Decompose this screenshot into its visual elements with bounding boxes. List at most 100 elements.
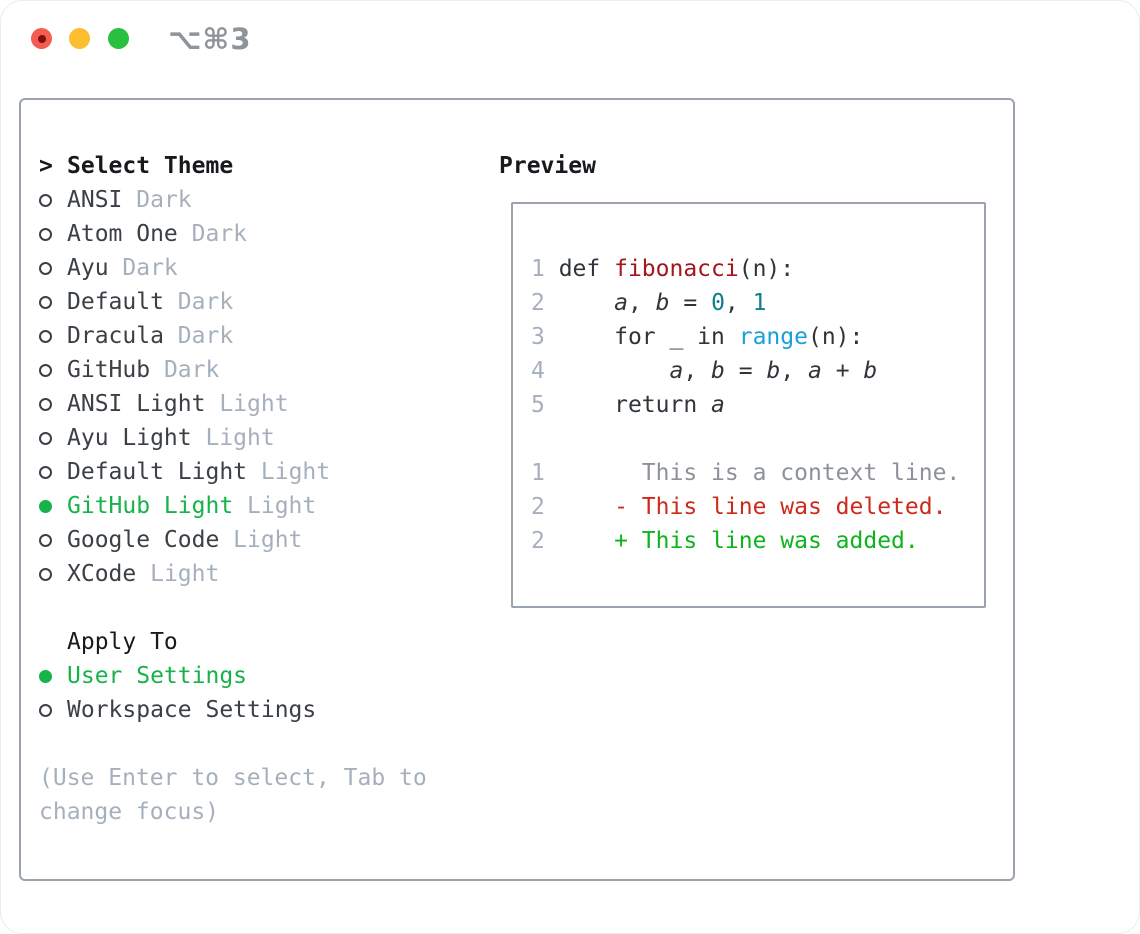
radio-icon — [39, 465, 67, 479]
line-number: 1 — [531, 256, 559, 282]
line-content: return a — [558, 392, 725, 418]
line-content: + This line was added. — [558, 528, 919, 554]
theme-name: User Settings — [67, 663, 248, 689]
theme-name: ANSI — [67, 187, 137, 213]
radio-icon — [39, 193, 67, 207]
line-number: 2 — [531, 290, 559, 316]
theme-list-column: > Select Theme ANSI Dark Atom One Dark Ay… — [39, 149, 427, 829]
theme-option-dracula[interactable]: Dracula Dark — [39, 319, 427, 353]
radio-icon — [39, 669, 67, 683]
select-theme-header-row: > Select Theme — [39, 149, 427, 183]
radio-icon — [39, 499, 67, 513]
theme-name: ANSI Light — [67, 391, 220, 417]
preview-title: Preview — [499, 153, 596, 179]
apply-to-list: User Settings Workspace Settings — [39, 659, 427, 727]
theme-variant: Dark — [191, 221, 248, 247]
line-content: - This line was deleted. — [558, 494, 947, 520]
code-line: 1 This is a context line. — [531, 456, 984, 490]
theme-name: Default — [67, 289, 178, 315]
theme-name: GitHub — [67, 357, 164, 383]
apply-option-workspace-settings[interactable]: Workspace Settings — [39, 693, 427, 727]
theme-option-default-light[interactable]: Default Light Light — [39, 455, 427, 489]
theme-option-atom-one[interactable]: Atom One Dark — [39, 217, 427, 251]
theme-option-ayu[interactable]: Ayu Dark — [39, 251, 427, 285]
line-number: 4 — [531, 358, 559, 384]
theme-name: XCode — [67, 561, 151, 587]
code-line: 3 for _ in range(n): — [531, 320, 984, 354]
record-dot-icon — [37, 34, 46, 43]
spacer — [531, 422, 984, 456]
theme-variant: Dark — [177, 323, 234, 349]
theme-option-xcode[interactable]: XCode Light — [39, 557, 427, 591]
radio-icon — [39, 227, 67, 241]
radio-icon — [39, 533, 67, 547]
theme-variant: Light — [247, 493, 317, 519]
theme-variant: Light — [233, 527, 303, 553]
code-line: 2 - This line was deleted. — [531, 490, 984, 524]
theme-option-google-code[interactable]: Google Code Light — [39, 523, 427, 557]
code-preview: 1 def fibonacci(n): 2 a, b = 0, 1 3 for … — [531, 252, 984, 422]
line-content: a, b = 0, 1 — [614, 290, 767, 316]
theme-option-github-light[interactable]: GitHub Light Light — [39, 489, 427, 523]
line-number: 2 — [531, 494, 559, 520]
line-content: a, b = b, a + b — [669, 358, 878, 384]
radio-icon — [39, 295, 67, 309]
zoom-button[interactable] — [108, 28, 129, 49]
theme-variant: Light — [150, 561, 220, 587]
theme-variant: Dark — [136, 187, 192, 213]
prompt-icon: > — [39, 153, 53, 179]
radio-icon — [39, 431, 67, 445]
spacer — [39, 591, 427, 625]
line-number: 3 — [531, 324, 559, 350]
line-content: def fibonacci(n): — [558, 256, 795, 282]
theme-option-ansi-light[interactable]: ANSI Light Light — [39, 387, 427, 421]
code-line: 5 return a — [531, 388, 984, 422]
theme-picker-panel: > Select Theme ANSI Dark Atom One Dark Ay… — [19, 98, 1015, 881]
radio-icon — [39, 397, 67, 411]
radio-icon — [39, 567, 67, 581]
theme-option-default[interactable]: Default Dark — [39, 285, 427, 319]
theme-name: Atom One — [67, 221, 192, 247]
line-content: for _ in range(n): — [558, 324, 864, 350]
radio-icon — [39, 363, 67, 377]
window-shortcut-label: ⌥⌘3 — [168, 22, 252, 56]
line-number: 5 — [531, 392, 559, 418]
code-line: 2 + This line was added. — [531, 524, 984, 558]
theme-name: Dracula — [67, 323, 178, 349]
code-line: 2 a, b = 0, 1 — [531, 286, 984, 320]
code-line: 1 def fibonacci(n): — [531, 252, 984, 286]
keyboard-hint: (Use Enter to select, Tab to change focu… — [39, 761, 427, 829]
theme-variant: Dark — [177, 289, 234, 315]
spacer — [39, 727, 427, 761]
apply-to-header-row: Apply To — [39, 625, 427, 659]
theme-name: Ayu Light — [67, 425, 206, 451]
select-theme-title: Select Theme — [67, 153, 234, 179]
close-button[interactable] — [31, 28, 52, 49]
theme-name: Workspace Settings — [67, 697, 317, 723]
theme-option-ayu-light[interactable]: Ayu Light Light — [39, 421, 427, 455]
theme-variant: Light — [205, 425, 275, 451]
diff-preview: 1 This is a context line. 2 - This line … — [531, 456, 984, 558]
titlebar: ⌥⌘3 — [1, 1, 1139, 76]
line-content: This is a context line. — [558, 460, 961, 486]
theme-variant: Dark — [163, 357, 220, 383]
theme-variant: Dark — [122, 255, 178, 281]
theme-name: Ayu — [67, 255, 123, 281]
theme-name: Default Light — [67, 459, 261, 485]
theme-name: GitHub Light — [67, 493, 248, 519]
minimize-button[interactable] — [69, 28, 90, 49]
theme-list: ANSI Dark Atom One Dark Ayu Dark Default… — [39, 183, 427, 591]
theme-variant: Light — [219, 391, 289, 417]
line-number: 2 — [531, 528, 559, 554]
apply-option-user-settings[interactable]: User Settings — [39, 659, 427, 693]
theme-name: Google Code — [67, 527, 234, 553]
theme-option-github[interactable]: GitHub Dark — [39, 353, 427, 387]
radio-icon — [39, 261, 67, 275]
code-line: 4 a, b = b, a + b — [531, 354, 984, 388]
line-number: 1 — [531, 460, 559, 486]
radio-icon — [39, 329, 67, 343]
theme-variant: Light — [260, 459, 331, 485]
theme-option-ansi[interactable]: ANSI Dark — [39, 183, 427, 217]
hint-line: change focus) — [39, 799, 220, 825]
hint-line: (Use Enter to select, Tab to — [39, 765, 427, 791]
